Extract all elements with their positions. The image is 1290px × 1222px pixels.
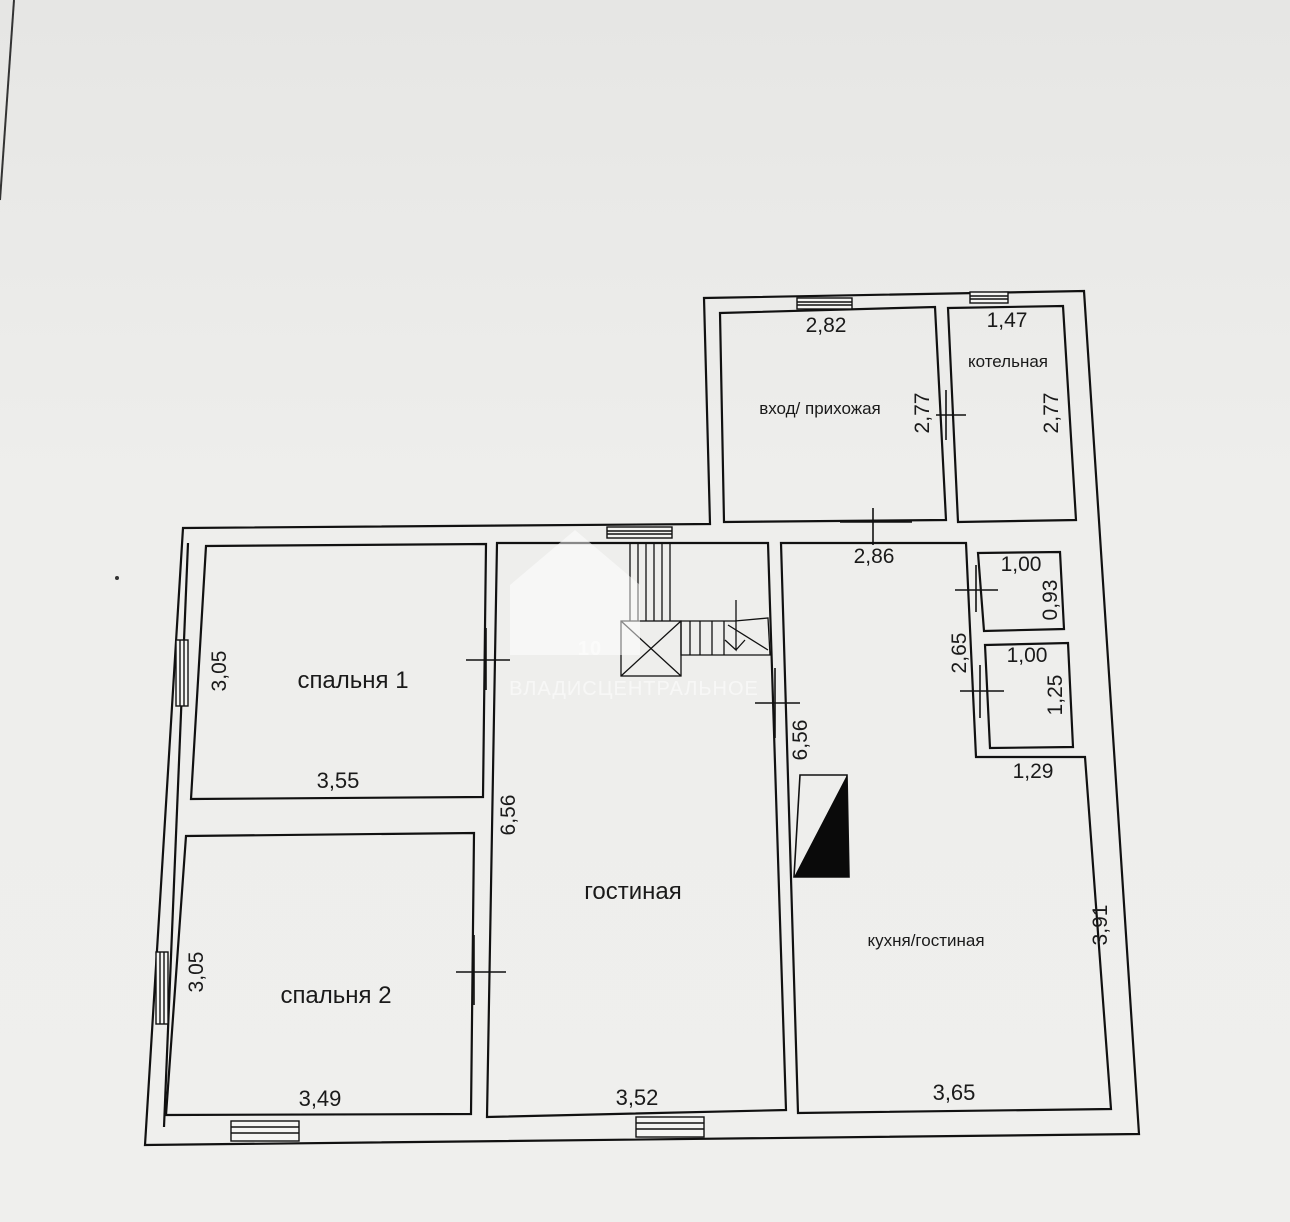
dim-bedroom1-width: 3,55 [317, 768, 360, 793]
dim-bedroom2-height: 3,05 [185, 952, 208, 993]
watermark-text: ВЛАДИСЦЕНТРАЛЬНОЕ [509, 678, 759, 700]
room-label-bedroom1: спальня 1 [297, 667, 408, 694]
doors [456, 390, 1004, 1005]
windows [155, 291, 1009, 1142]
ink-dot [115, 576, 119, 580]
kitchen-room [779, 541, 1113, 1115]
dim-kitchen-right-height: 3,91 [1089, 905, 1112, 946]
living-room [485, 541, 788, 1119]
dim-kitchen-top-width: 2,86 [854, 545, 895, 568]
dim-bedroom2-width: 3,49 [299, 1086, 342, 1111]
room-label-living: гостиная [584, 878, 682, 905]
dim-living-width: 3,52 [616, 1085, 659, 1110]
dim-kitchen-left-height: 6,56 [789, 720, 812, 761]
room-label-bedroom2: спальня 2 [280, 982, 391, 1009]
dim-closet2-width: 1,00 [1007, 644, 1048, 667]
watermark-logo: 10 ВЛАДИСЦЕНТРАЛЬНОЕ [509, 530, 759, 700]
paper-edge [0, 0, 15, 201]
closets [976, 550, 1075, 750]
dim-living-height: 6,56 [497, 795, 520, 836]
dim-kitchen-step-width: 1,29 [1013, 760, 1054, 783]
dim-entry-width: 2,82 [806, 314, 847, 337]
dim-entry-height: 2,77 [911, 393, 934, 434]
staircase [620, 544, 771, 677]
boiler-room [946, 304, 1078, 524]
bedroom2-room [164, 831, 476, 1117]
room-label-entry: вход/ прихожая [759, 399, 881, 418]
dim-boiler-width: 1,47 [987, 309, 1028, 332]
dim-closet2-height: 1,25 [1044, 675, 1067, 716]
dim-closet1-width: 1,00 [1001, 553, 1042, 576]
dim-kitchen-upper-height: 2,65 [948, 633, 971, 674]
entry-room [718, 305, 948, 524]
bedroom1-room [189, 542, 488, 801]
dim-boiler-height: 2,77 [1040, 393, 1063, 434]
dim-closet1-height: 0,93 [1039, 580, 1062, 621]
room-label-kitchen: кухня/гостиная [867, 931, 984, 950]
watermark-logo-text: 10 [578, 638, 602, 660]
dim-bedroom1-height: 3,05 [208, 651, 231, 692]
dim-kitchen-bottom-width: 3,65 [933, 1080, 976, 1105]
room-label-boiler: котельная [968, 352, 1048, 371]
stove [793, 774, 850, 878]
outer-walls [143, 289, 1141, 1147]
